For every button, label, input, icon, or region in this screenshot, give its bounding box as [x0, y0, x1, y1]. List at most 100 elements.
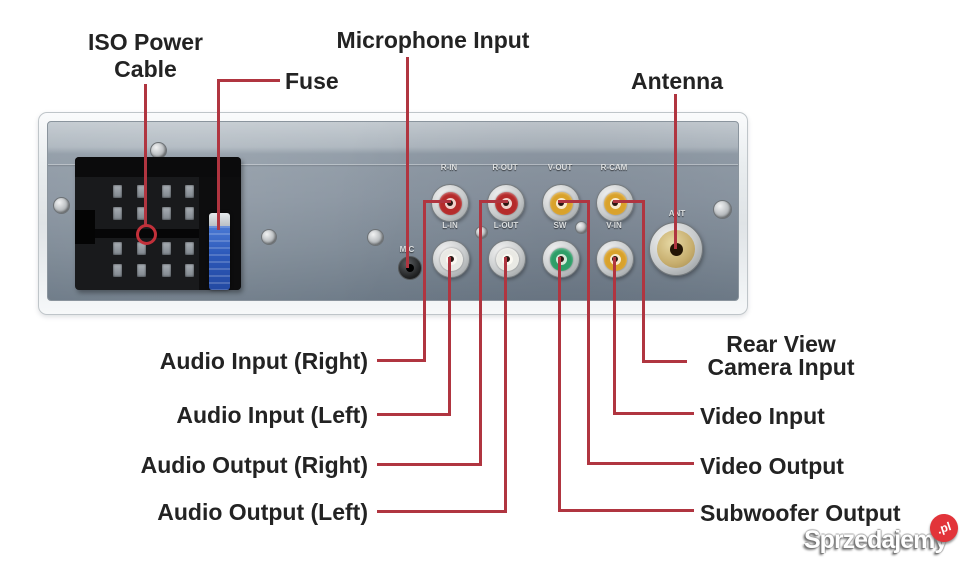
iso-pin [113, 207, 122, 220]
iso-pin [137, 242, 146, 255]
fuse-body [209, 226, 230, 290]
iso-pin [162, 264, 171, 277]
callout-audio-output-left: Audio Output (Left) [157, 499, 368, 525]
callout-subwoofer-output: Subwoofer Output [700, 500, 901, 526]
callout-microphone-input: Microphone Input [336, 27, 530, 53]
callout-iso-power-cable: ISO Power Cable [87, 29, 204, 82]
callout-rear-view-camera-input: Rear View Camera Input [707, 331, 855, 380]
jack-hole [448, 256, 454, 262]
leader-line-audio-input-right [423, 200, 451, 203]
iso-pin [185, 185, 194, 198]
callout-audio-input-left: Audio Input (Left) [176, 402, 368, 428]
jack-label-v-out: V-OUT [547, 163, 573, 172]
jack-label-ant: ANT [657, 209, 697, 218]
leader-line-audio-input-left [377, 413, 451, 416]
jack-ring [549, 191, 573, 215]
jack-subwoofer-output [542, 240, 580, 278]
jack-inner-ring [444, 197, 456, 209]
callout-audio-input-right: Audio Input (Right) [159, 348, 368, 374]
iso-connector-lip [75, 157, 241, 177]
callout-video-input: Video Input [700, 403, 825, 429]
leader-line-microphone [406, 57, 409, 268]
watermark-badge-label: .pl [935, 519, 953, 537]
iso-power-connector [75, 157, 241, 290]
iso-pin [137, 185, 146, 198]
iso-pin [162, 207, 171, 220]
leader-line-video-output [587, 201, 590, 464]
jack-label-l-out: L-OUT [493, 221, 519, 230]
leader-line-fuse [217, 79, 220, 230]
jack-video-output [542, 184, 580, 222]
jack-hole [406, 264, 414, 272]
jack-inner-ring [555, 197, 567, 209]
jack-label-r-out: R-OUT [492, 163, 518, 172]
iso-pin [185, 242, 194, 255]
watermark-text: Sprzedajemy [804, 526, 948, 554]
callout-fuse: Fuse [285, 68, 339, 94]
jack-ring [438, 191, 462, 215]
leader-line-video-input [613, 257, 616, 414]
jack-inner-ring [445, 253, 457, 265]
jack-audio-input-right [431, 184, 469, 222]
leader-line-video-input [613, 412, 694, 415]
leader-line-audio-output-left [504, 257, 507, 513]
jack-ring [439, 247, 463, 271]
jack-label-l-in: L-IN [442, 221, 458, 230]
leader-line-rear-camera [613, 200, 645, 203]
callout-video-output: Video Output [700, 453, 844, 479]
leader-line-audio-output-left [377, 510, 507, 513]
jack-label-r-cam: R-CAM [600, 163, 628, 172]
jack-label-v-in: V-IN [606, 221, 622, 230]
leader-line-subwoofer [558, 509, 694, 512]
screw-icon [367, 229, 384, 246]
iso-pin [162, 185, 171, 198]
jack-hole [669, 242, 683, 256]
jack-inner-ring [501, 253, 513, 265]
iso-pin [113, 264, 122, 277]
jack-audio-output-right [487, 184, 525, 222]
iso-pin [113, 242, 122, 255]
jack-audio-output-left [488, 240, 526, 278]
iso-pin [185, 207, 194, 220]
jack-inner-ring [555, 253, 567, 265]
jack-hole [558, 200, 564, 206]
iso-pin [162, 242, 171, 255]
leader-line-subwoofer [558, 257, 561, 511]
jack-inner-ring [500, 197, 512, 209]
iso-pin [137, 207, 146, 220]
jack-hole [447, 200, 453, 206]
jack-ring [603, 191, 627, 215]
jack-label-r-in: R-IN [440, 163, 458, 172]
jack-hole [612, 200, 618, 206]
panel-ridge [48, 164, 738, 165]
leader-line-rear-camera [642, 360, 687, 363]
leader-line-audio-output-right [377, 463, 482, 466]
leader-line-audio-input-left [448, 257, 451, 416]
leader-line-audio-input-right [423, 201, 426, 362]
leader-line-fuse [217, 79, 280, 82]
callout-antenna: Antenna [631, 68, 723, 94]
jack-label-sw: SW [553, 221, 567, 230]
jack-inner-ring [609, 197, 621, 209]
iso-pin [185, 264, 194, 277]
iso-connector-key-tab [75, 210, 95, 244]
leader-line-audio-input-right [377, 359, 426, 362]
jack-hole [503, 200, 509, 206]
leader-line-video-output [558, 200, 590, 203]
leader-line-audio-output-right [479, 200, 508, 203]
jack-ring [549, 247, 573, 271]
jack-hole [558, 256, 564, 262]
leader-line-video-output [587, 462, 694, 465]
jack-audio-input-left [432, 240, 470, 278]
leader-line-iso [144, 84, 147, 227]
microphone-jack [398, 256, 422, 280]
leader-line-antenna [674, 94, 677, 249]
screw-icon [53, 197, 70, 214]
screw-icon [261, 229, 277, 245]
jack-ring [495, 247, 519, 271]
jack-hole [504, 256, 510, 262]
leader-line-rear-camera [642, 201, 645, 363]
leader-line-audio-output-right [479, 201, 482, 466]
iso-pin [113, 185, 122, 198]
